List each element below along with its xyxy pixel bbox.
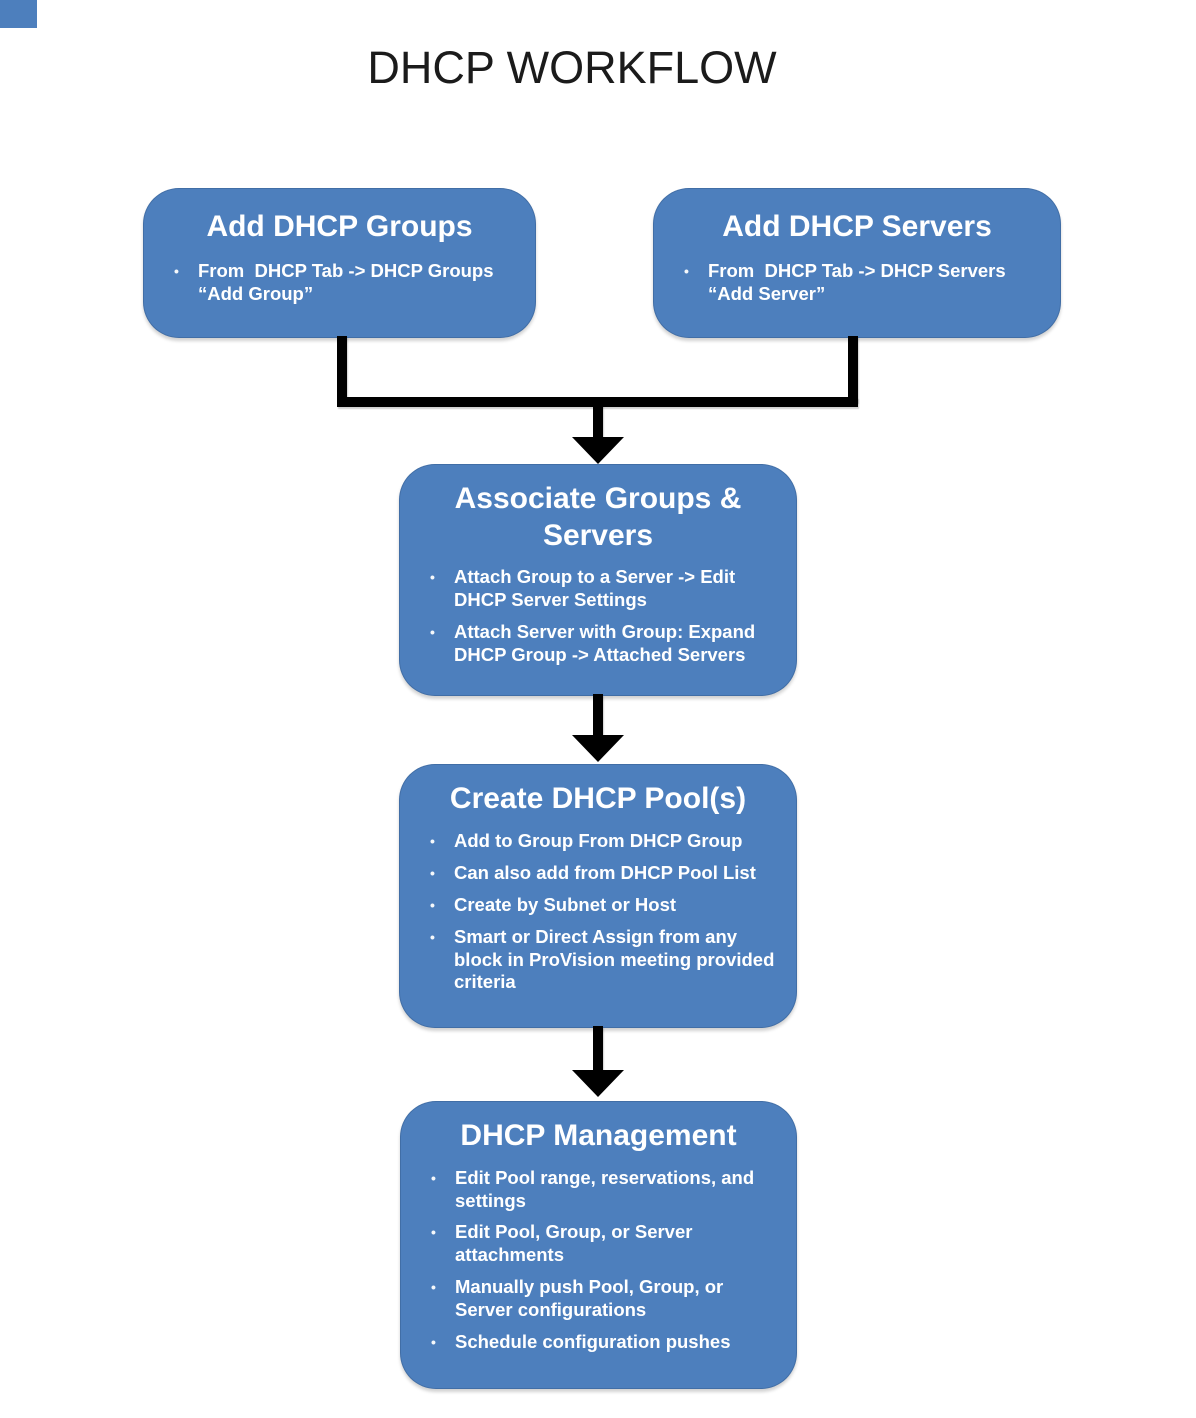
bullet-item: • Schedule configuration pushes <box>431 1331 782 1354</box>
bullet-dot: • <box>431 1279 436 1296</box>
bullet-text: Attach Group to a Server -> Edit DHCP Se… <box>454 566 736 611</box>
connector-right-drop <box>848 336 858 402</box>
bullet-item: • From DHCP Tab -> DHCP Servers “Add Ser… <box>684 260 1046 306</box>
arrow-stem-to-create-pools <box>593 694 603 736</box>
bullet-item: • Create by Subnet or Host <box>430 894 782 917</box>
bullet-dot: • <box>430 569 435 586</box>
node-title: DHCP Management <box>460 1119 737 1152</box>
bullet-dot: • <box>430 624 435 641</box>
bullet-list: • Add to Group From DHCP Group • Can als… <box>400 830 796 995</box>
bullet-item: • Edit Pool, Group, or Server attachment… <box>431 1221 782 1267</box>
bullet-text: Add to Group From DHCP Group <box>454 829 743 851</box>
bullet-list: • Edit Pool range, reservations, and set… <box>401 1167 796 1355</box>
node-dhcp-management: DHCP Management • Edit Pool range, reser… <box>400 1101 797 1389</box>
page-title: DHCP WORKFLOW <box>367 42 777 93</box>
node-title: Associate Groups & Servers <box>454 482 742 552</box>
bullet-text: Manually push Pool, Group, or Server con… <box>455 1276 724 1321</box>
bullet-text: Schedule configuration pushes <box>455 1331 731 1353</box>
bullet-text: Edit Pool range, reservations, and setti… <box>455 1166 755 1211</box>
bullet-item: • Attach Group to a Server -> Edit DHCP … <box>430 566 782 612</box>
bullet-dot: • <box>430 832 435 849</box>
bullet-dot: • <box>430 864 435 881</box>
bullet-dot: • <box>431 1334 436 1351</box>
bullet-text: Attach Server with Group: Expand DHCP Gr… <box>454 621 756 665</box>
bullet-item: • Can also add from DHCP Pool List <box>430 862 782 885</box>
connector-left-drop <box>337 336 347 402</box>
arrow-stem-to-associate <box>593 402 603 440</box>
node-title: Add DHCP Groups <box>206 210 473 243</box>
bullet-text: Edit Pool, Group, or Server attachments <box>455 1221 693 1266</box>
bullet-item: • From DHCP Tab -> DHCP Groups “Add Grou… <box>174 260 521 306</box>
node-associate-groups-servers: Associate Groups & Servers • Attach Grou… <box>399 464 797 696</box>
node-create-dhcp-pools: Create DHCP Pool(s) • Add to Group From … <box>399 764 797 1028</box>
bullet-item: • Add to Group From DHCP Group <box>430 830 782 853</box>
bullet-text: From DHCP Tab -> DHCP Servers “Add Serve… <box>708 259 1006 304</box>
bullet-text: Create by Subnet or Host <box>454 893 677 915</box>
bullet-dot: • <box>430 896 435 913</box>
bullet-dot: • <box>430 928 435 945</box>
node-add-dhcp-servers: Add DHCP Servers • From DHCP Tab -> DHCP… <box>653 188 1061 338</box>
bullet-item: • Attach Server with Group: Expand DHCP … <box>430 621 782 667</box>
bullet-dot: • <box>174 262 179 279</box>
bullet-list: • From DHCP Tab -> DHCP Servers “Add Ser… <box>654 260 1060 306</box>
arrow-head-to-create-pools <box>572 735 624 762</box>
bullet-item: • Manually push Pool, Group, or Server c… <box>431 1276 782 1322</box>
bullet-text: Can also add from DHCP Pool List <box>454 861 756 883</box>
corner-shape-fragment <box>0 0 37 28</box>
bullet-item: • Edit Pool range, reservations, and set… <box>431 1167 782 1213</box>
node-title: Add DHCP Servers <box>722 210 992 243</box>
bullet-item: • Smart or Direct Assign from any block … <box>430 926 782 995</box>
bullet-text: Smart or Direct Assign from any block in… <box>454 925 775 993</box>
bullet-dot: • <box>431 1224 436 1241</box>
bullet-text: From DHCP Tab -> DHCP Groups “Add Group” <box>198 259 494 304</box>
bullet-dot: • <box>431 1169 436 1186</box>
bullet-dot: • <box>684 262 689 279</box>
node-add-dhcp-groups: Add DHCP Groups • From DHCP Tab -> DHCP … <box>143 188 536 338</box>
arrow-head-to-management <box>572 1070 624 1097</box>
arrow-stem-to-management <box>593 1026 603 1072</box>
bullet-list: • From DHCP Tab -> DHCP Groups “Add Grou… <box>144 260 535 306</box>
arrow-head-to-associate <box>572 437 624 464</box>
bullet-list: • Attach Group to a Server -> Edit DHCP … <box>400 566 796 667</box>
node-title: Create DHCP Pool(s) <box>449 782 747 815</box>
